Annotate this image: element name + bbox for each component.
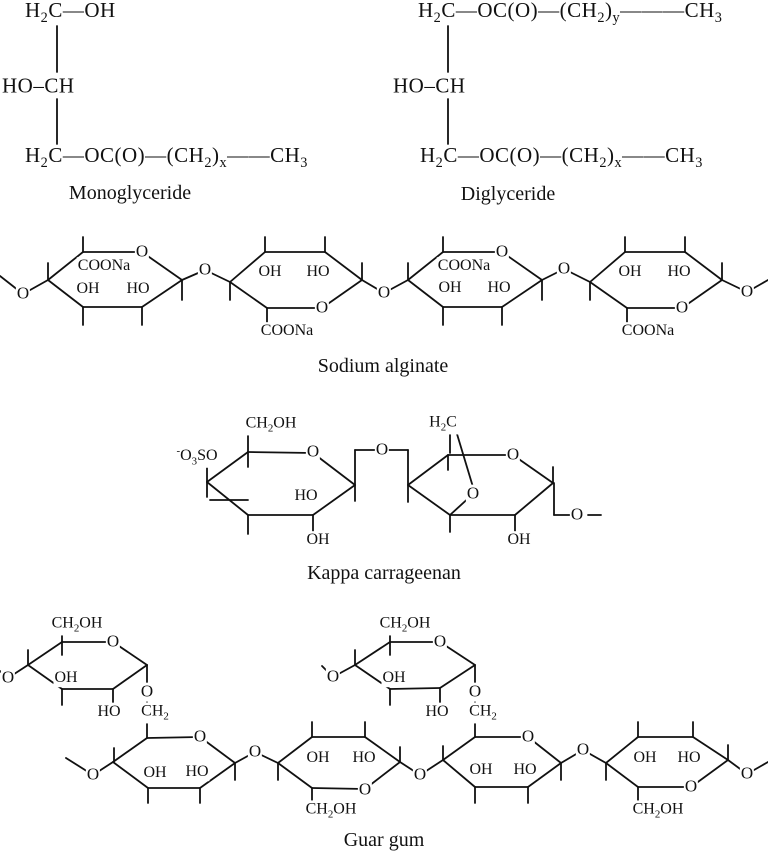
- glycosidic-oxygen-label: O: [412, 764, 428, 785]
- alginate-ring4-oh-label: OH: [617, 263, 643, 281]
- monoglyceride-caption: Monoglyceride: [68, 182, 192, 204]
- diglyceride-top-formula: H2C—OC(O)—(CH2)y———CH3: [418, 0, 723, 27]
- ring-oxygen-label: O: [494, 241, 510, 262]
- ring-oxygen-label: O: [683, 776, 699, 797]
- kappa-oh-label: OH: [506, 531, 532, 549]
- guar-gal1-ch2oh-label: CH2OH: [50, 614, 104, 636]
- guar-man2-oh-label: OH: [305, 749, 331, 767]
- ring-oxygen-label: O: [134, 241, 150, 262]
- oxygen-atom-label: O: [325, 666, 341, 687]
- oxygen-atom-label: O: [739, 763, 755, 784]
- oxygen-atom-label: O: [739, 281, 755, 302]
- guar-man1-ho-label: HO: [184, 763, 210, 781]
- ring-oxygen-label: O: [674, 297, 690, 318]
- alginate-ring1-oh-label: OH: [75, 280, 101, 298]
- kappa-carrageenan-caption: Kappa carrageenan: [307, 562, 461, 584]
- kappa-oh-label: OH: [305, 531, 331, 549]
- alginate-ring4-coona-label: COONa: [620, 322, 676, 340]
- oxygen-atom-label: O: [85, 764, 101, 785]
- guar-gum-caption: Guar gum: [343, 829, 425, 851]
- guar-man1-oh-label: OH: [142, 764, 168, 782]
- guar-gal2-oh-label: OH: [381, 669, 407, 687]
- alginate-ring2-ho-label: HO: [305, 263, 331, 281]
- ring-oxygen-label: O: [192, 726, 208, 747]
- diglyceride-bottom-formula: H2C—OC(O)—(CH2)x——CH3: [420, 143, 703, 172]
- glycosidic-oxygen-label: O: [197, 259, 213, 280]
- monoglyceride-bottom-formula: H2C—OC(O)—(CH2)x——CH3: [25, 143, 308, 172]
- kappa-h2c-label: H2C: [428, 413, 458, 435]
- ring-oxygen-label: O: [520, 726, 536, 747]
- alginate-ring3-coona-label: COONa: [436, 257, 492, 275]
- oxygen-atom-label: O: [569, 504, 585, 525]
- oxygen-atom-label: O: [0, 667, 16, 688]
- oxygen-atom-label: O: [15, 283, 31, 304]
- guar-man2-ch2oh-label: CH2OH: [304, 800, 358, 822]
- kappa-ch2oh-label: CH2OH: [244, 414, 298, 436]
- ring-oxygen-label: O: [357, 779, 373, 800]
- diglyceride-middle-formula: HO–CH: [393, 73, 466, 98]
- guar-gal2-ch2-label: CH2: [468, 702, 498, 724]
- guar-man4-ch2oh-label: CH2OH: [631, 800, 685, 822]
- alginate-ring4-ho-label: HO: [666, 263, 692, 281]
- glycosidic-oxygen-label: O: [376, 282, 392, 303]
- glycosidic-oxygen-label: O: [247, 741, 263, 762]
- diglyceride-caption: Diglyceride: [460, 183, 556, 205]
- ring-oxygen-label: O: [314, 297, 330, 318]
- anhydro-bridge-oxygen-label: O: [465, 483, 481, 504]
- alginate-ring1-coona-label: COONa: [76, 257, 132, 275]
- ring-oxygen-label: O: [305, 441, 321, 462]
- kappa-ho-label: HO: [293, 487, 319, 505]
- glycosidic-oxygen-label: O: [575, 739, 591, 760]
- guar-gal1-ho-label: HO: [96, 703, 122, 721]
- ring-oxygen-label: O: [432, 631, 448, 652]
- ring-oxygen-label: O: [505, 444, 521, 465]
- sodium-alginate-bonds: [0, 236, 768, 326]
- alginate-ring3-ho-label: HO: [486, 279, 512, 297]
- guar-man3-ho-label: HO: [512, 761, 538, 779]
- alginate-ring2-oh-label: OH: [257, 263, 283, 281]
- linkage-oxygen-label: O: [467, 681, 483, 702]
- guar-gal2-ho-label: HO: [424, 703, 450, 721]
- guar-gal2-ch2oh-label: CH2OH: [378, 614, 432, 636]
- guar-man4-ho-label: HO: [676, 749, 702, 767]
- monoglyceride-top-formula: H2C—OH: [25, 0, 116, 27]
- linkage-oxygen-label: O: [139, 681, 155, 702]
- alginate-ring2-coona-label: COONa: [259, 322, 315, 340]
- sodium-alginate-caption: Sodium alginate: [317, 355, 449, 377]
- monoglyceride-middle-formula: HO–CH: [2, 73, 75, 98]
- kappa-sulfate-label: -O3SO: [175, 444, 219, 469]
- glycosidic-oxygen-label: O: [556, 258, 572, 279]
- kappa-carrageenan-bonds: [206, 433, 602, 535]
- guar-gal1-ch2-label: CH2: [140, 702, 170, 724]
- guar-man2-ho-label: HO: [351, 749, 377, 767]
- ring-oxygen-label: O: [105, 631, 121, 652]
- alginate-ring3-oh-label: OH: [437, 279, 463, 297]
- alginate-ring1-ho-label: HO: [125, 280, 151, 298]
- guar-man3-oh-label: OH: [468, 761, 494, 779]
- guar-man4-oh-label: OH: [632, 749, 658, 767]
- guar-gal1-oh-label: OH: [53, 669, 79, 687]
- glycosidic-oxygen-label: O: [374, 439, 390, 460]
